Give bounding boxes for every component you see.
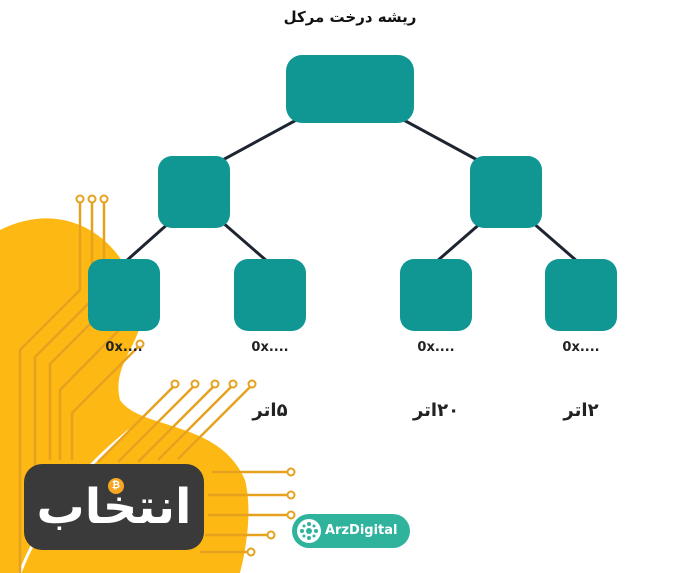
leaf-amount-4: ۲اتر xyxy=(563,400,599,421)
leaf-node-1 xyxy=(88,259,160,331)
leaf-amount-2: ۵اتر xyxy=(252,400,288,421)
entekhab-logo: انتخاب xyxy=(24,464,204,550)
left-middle-node xyxy=(158,156,230,228)
leaf-node-3 xyxy=(400,259,472,331)
arzdigital-badge: ArzDigital xyxy=(292,514,410,548)
circuit-nodes xyxy=(75,194,296,557)
leaf-hash-2: 0x.... xyxy=(251,340,289,355)
diagram-title: ریشه درخت مرکل xyxy=(283,8,417,26)
leaf-node-4 xyxy=(545,259,617,331)
badge-text: ArzDigital xyxy=(325,523,398,538)
right-middle-node xyxy=(470,156,542,228)
leaf-node-2 xyxy=(234,259,306,331)
leaf-amount-3: ۲۰اتر xyxy=(412,400,460,421)
leaf-hash-3: 0x.... xyxy=(417,340,455,355)
root-node xyxy=(286,55,414,123)
leaf-hash-1: 0x.... xyxy=(105,340,143,355)
arzdigital-logo-icon xyxy=(297,519,321,543)
bitcoin-icon: ₿ xyxy=(108,478,124,494)
leaf-hash-4: 0x.... xyxy=(562,340,600,355)
circuit-decoration xyxy=(18,200,290,573)
